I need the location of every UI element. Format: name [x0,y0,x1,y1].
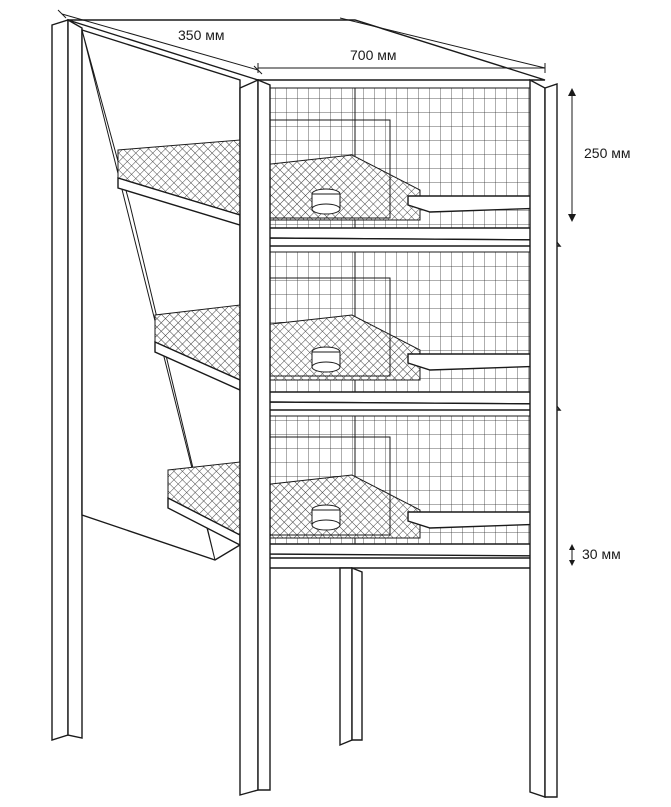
tier-2 [256,251,562,411]
feeder-bowl [311,188,341,215]
front-left-post [239,78,271,796]
feeder-bowl [311,504,341,531]
tray-gap-label: 30 мм [582,546,621,562]
tier-height-label: 250 мм [584,145,631,161]
dimension-tray-gap: 30 мм [569,544,621,566]
width-label: 700 мм [350,47,397,63]
dimension-width: 700 мм [257,17,546,73]
dimension-tier-height: 250 мм [568,88,631,222]
hay-tray [407,511,549,529]
back-left-post [51,18,83,741]
hay-tray [407,195,549,213]
feeder-bowl [311,346,341,373]
tier-1 [256,87,562,247]
tier-3 [256,415,557,569]
side-floor-bottom [167,461,241,547]
back-middle-leg [339,566,363,747]
front-right-post [529,78,558,798]
dimension-depth: 350 мм [57,9,263,75]
depth-label: 350 мм [178,27,225,43]
dropping-tray [256,557,557,569]
hay-tray [407,353,549,371]
